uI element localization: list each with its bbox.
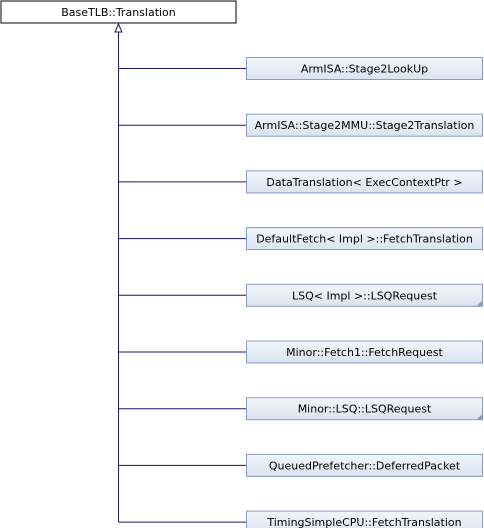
derived-class-label: LSQ< Impl >::LSQRequest — [292, 289, 438, 302]
base-class-box[interactable] — [0, 0, 237, 24]
derived-class-node[interactable]: Minor::Fetch1::FetchRequest — [246, 340, 483, 364]
derived-class-box[interactable] — [246, 57, 483, 80]
derived-class-box[interactable] — [246, 397, 483, 421]
derived-class-label: DefaultFetch< Impl >::FetchTranslation — [256, 233, 473, 246]
derived-class-label: QueuedPrefetcher::DeferredPacket — [269, 459, 461, 472]
inheritance-arrowhead — [114, 22, 123, 33]
derived-class-label: Minor::Fetch1::FetchRequest — [286, 346, 443, 359]
derived-class-box[interactable] — [246, 283, 483, 307]
base-class-node[interactable]: BaseTLB::Translation — [0, 0, 237, 24]
derived-class-label: TimingSimpleCPU::FetchTranslation — [266, 516, 461, 528]
derived-class-node[interactable]: QueuedPrefetcher::DeferredPacket — [246, 453, 483, 477]
derived-class-label: ArmISA::Stage2LookUp — [301, 63, 428, 76]
derived-class-box[interactable] — [246, 340, 483, 364]
truncation-marker-icon — [476, 413, 483, 420]
derived-class-box[interactable] — [246, 227, 483, 251]
derived-class-label: ArmISA::Stage2MMU::Stage2Translation — [255, 119, 475, 132]
derived-class-node[interactable]: DefaultFetch< Impl >::FetchTranslation — [246, 227, 483, 251]
derived-class-node[interactable]: TimingSimpleCPU::FetchTranslation — [246, 510, 483, 528]
derived-class-node[interactable]: Minor::LSQ::LSQRequest — [246, 397, 483, 421]
derived-class-node[interactable]: ArmISA::Stage2MMU::Stage2Translation — [246, 113, 483, 137]
derived-class-box[interactable] — [246, 113, 483, 137]
derived-class-node[interactable]: DataTranslation< ExecContextPtr > — [246, 170, 483, 194]
derived-class-label: Minor::LSQ::LSQRequest — [298, 403, 432, 416]
derived-class-node[interactable]: ArmISA::Stage2LookUp — [246, 57, 483, 80]
derived-class-label: DataTranslation< ExecContextPtr > — [266, 176, 462, 189]
derived-class-nodes: ArmISA::Stage2LookUpArmISA::Stage2MMU::S… — [246, 57, 483, 528]
derived-class-box[interactable] — [246, 510, 483, 528]
derived-class-node[interactable]: LSQ< Impl >::LSQRequest — [246, 283, 483, 307]
derived-class-box[interactable] — [246, 170, 483, 194]
derived-class-box[interactable] — [246, 453, 483, 477]
truncation-marker-icon — [476, 300, 483, 307]
base-class-label: BaseTLB::Translation — [61, 6, 176, 19]
inheritance-edges — [114, 22, 247, 523]
